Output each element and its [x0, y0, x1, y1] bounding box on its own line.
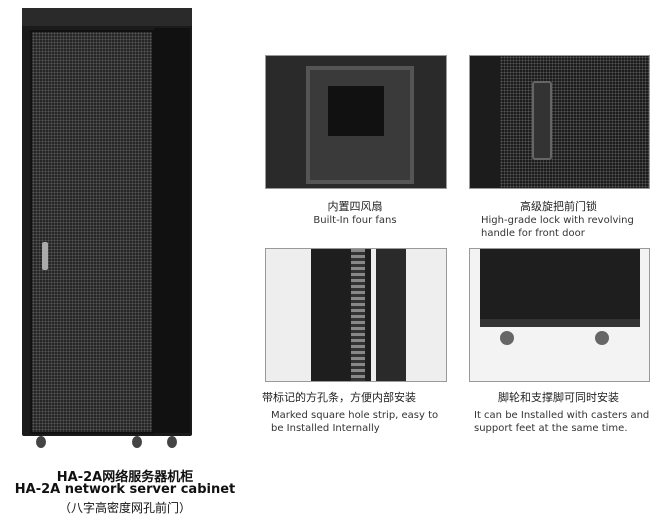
hole-strip-photo [265, 248, 447, 382]
feature-3-zh: 带标记的方孔条，方便内部安装 [262, 391, 416, 404]
product-subtitle: （八字高密度网孔前门） [58, 501, 191, 515]
cabinet-image [22, 8, 192, 448]
feature-1-en: Built-In four fans [313, 215, 397, 226]
product-title-zh: HA-2A网络服务器机柜 [56, 470, 194, 485]
feature-4-zh: 脚轮和支撑脚可同时安装 [498, 391, 619, 404]
caster-icon [36, 436, 46, 448]
cabinet-side [154, 28, 190, 433]
feature-1-zh: 内置四风扇 [327, 200, 383, 213]
feature-2-en: High-grade lock with revolving handle fo… [481, 215, 634, 239]
feature-2-zh: 高级旋把前门锁 [520, 200, 597, 213]
cabinet-mesh-door [30, 30, 154, 434]
caster-icon [132, 436, 142, 448]
fans-photo [265, 55, 447, 189]
feature-4-en: It can be Installed with casters and sup… [474, 410, 650, 434]
caster-icon [167, 436, 177, 448]
product-title-en: HA-2A network server cabinet [14, 482, 236, 497]
casters-photo [469, 248, 650, 382]
door-lock-photo [469, 55, 650, 189]
door-handle [42, 242, 48, 270]
feature-3-en: Marked square hole strip, easy to be Ins… [271, 410, 439, 434]
cabinet-top [22, 8, 192, 26]
